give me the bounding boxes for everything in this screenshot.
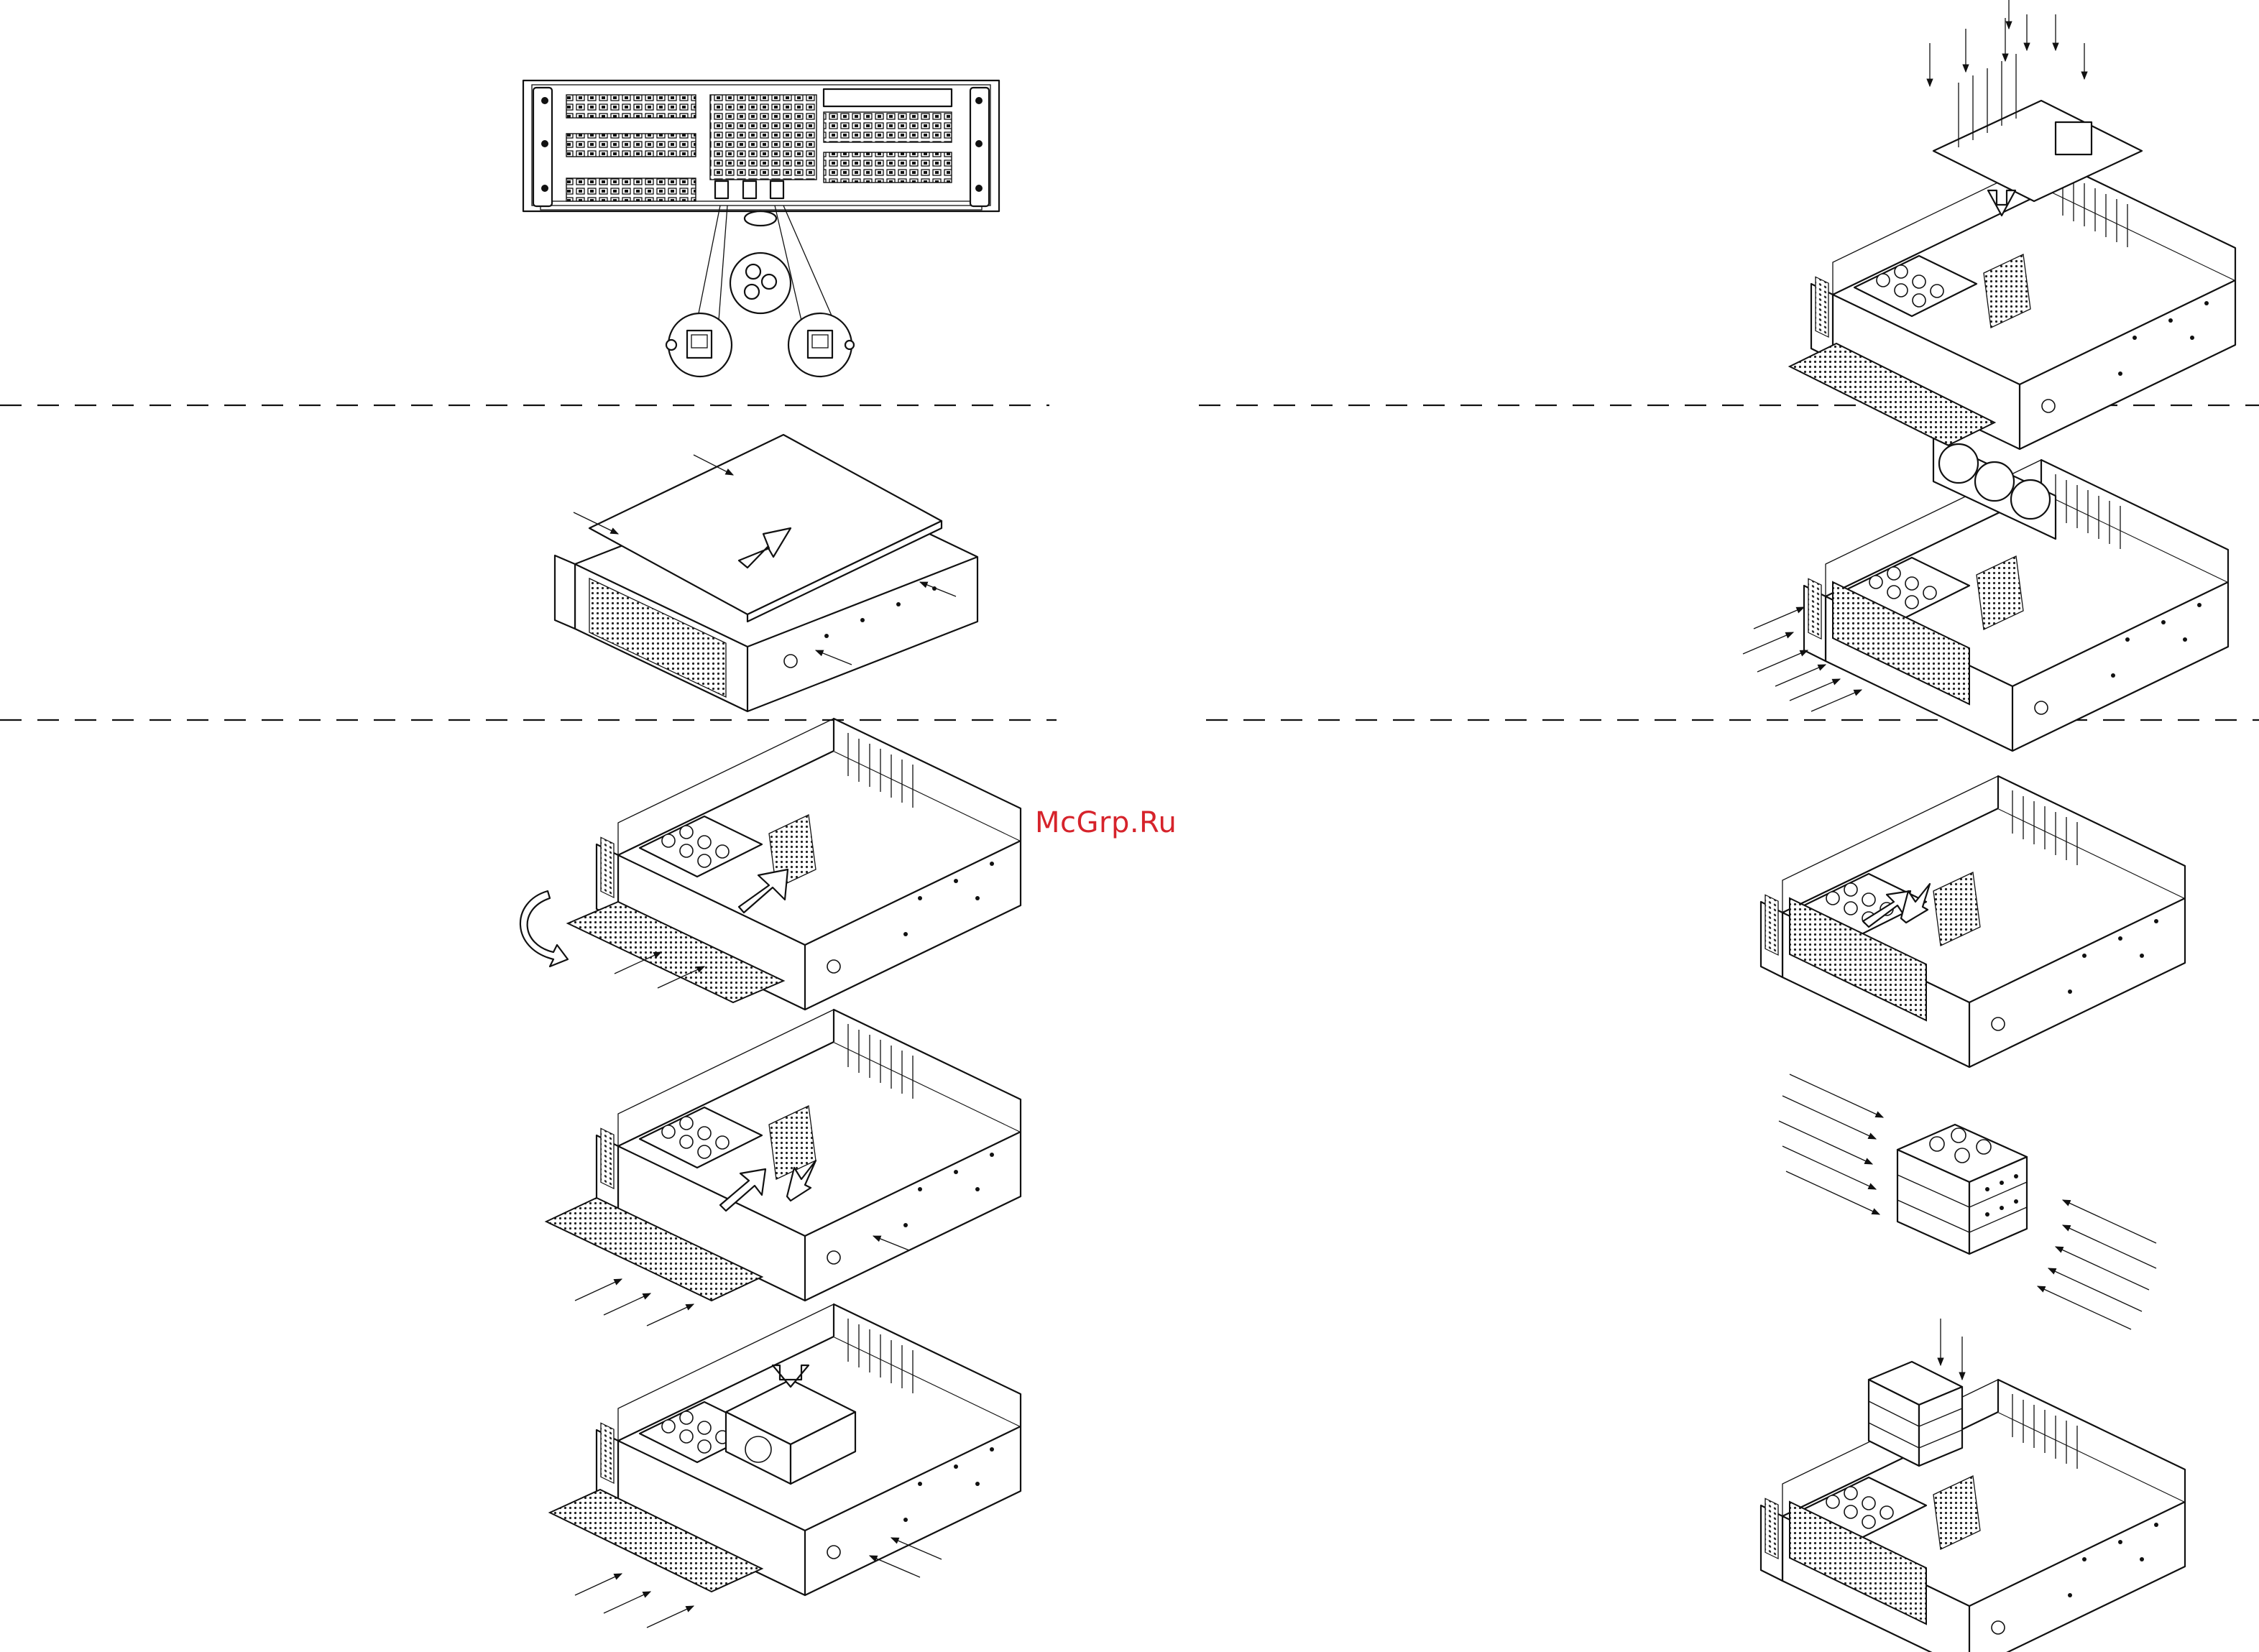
install-drive-cage-diagram [1761,1319,2185,1652]
install-psu-diagram [550,1304,1021,1628]
install-drives-diagram [546,1010,1021,1326]
watermark-text: McGrp.Ru [1035,806,1222,839]
drive-cage-screws-diagram [1779,1074,2156,1329]
cover-removal-diagram [555,435,977,711]
install-fans-diagram [1743,438,2228,751]
open-bezel-diagram [520,719,1021,1010]
front-panel-diagram [523,80,999,377]
install-motherboard-diagram [1790,0,2235,449]
remove-drive-cage-diagram [1761,776,2185,1067]
